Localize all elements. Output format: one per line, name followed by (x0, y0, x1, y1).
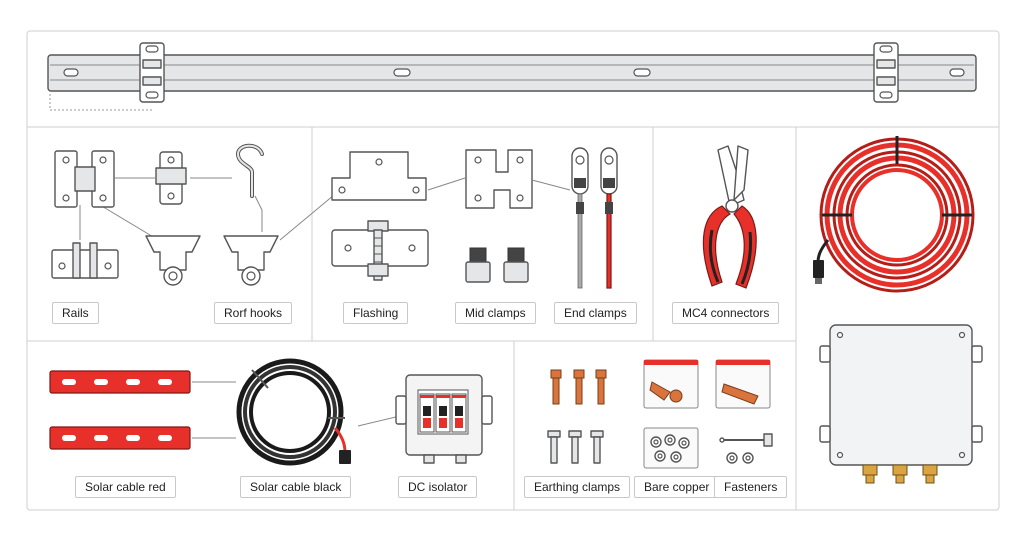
label-solar-cable-black: Solar cable black (240, 476, 352, 498)
end-clamp-terminal-icon (600, 147, 618, 289)
cable-coil-icon (813, 136, 975, 293)
connector-lines (357, 415, 401, 427)
end-clamp-terminal-icon (571, 147, 589, 289)
dc-isolator-icon (395, 374, 493, 464)
label-dc-isolator: DC isolator (398, 476, 478, 498)
rail-clip-icon (51, 242, 119, 279)
crimping-pliers-icon (702, 145, 757, 289)
label-solar-cable-red: Solar cable red (75, 476, 176, 498)
label-roof-hooks: Rorf hooks (214, 302, 293, 324)
outer-frame (26, 30, 1000, 511)
cable-coil-icon (236, 358, 351, 466)
screw-washer-icon (719, 433, 773, 464)
label-flashing: Flashing (343, 302, 409, 324)
red-rail-icon (49, 370, 191, 394)
bracket-icon (155, 151, 187, 205)
label-end-clamps: End clamps (554, 302, 637, 324)
copper-bolt-icon (550, 369, 607, 405)
copper-bag-icon (643, 359, 699, 409)
roof-hook-icon (235, 143, 264, 198)
copper-bag-icon (715, 359, 771, 409)
connector-lines (427, 177, 466, 191)
red-rail-icon (49, 426, 191, 450)
hook-mount-icon (223, 235, 279, 286)
hinge-bracket-icon (54, 150, 115, 208)
label-fasteners: Fasteners (714, 476, 788, 498)
label-earthing-clamps: Earthing clamps (524, 476, 631, 498)
connector-lines (79, 177, 341, 241)
label-bare-copper: Bare copper (634, 476, 720, 498)
junction-box-icon (819, 324, 983, 484)
din-rail-icon (47, 42, 977, 111)
label-mc4-connectors: MC4 connectors (672, 302, 780, 324)
flashing-bracket-icon (331, 151, 427, 201)
washer-bag-icon (643, 427, 699, 469)
connector-lines (531, 179, 571, 191)
mid-clamp-bracket-icon (465, 149, 533, 209)
flashing-plate-icon (331, 220, 429, 281)
mid-clamp-icon (465, 247, 529, 283)
label-rails: Rails (52, 302, 99, 324)
label-mid-clamps: Mid clamps (455, 302, 536, 324)
steel-bolt-icon (547, 430, 604, 464)
hook-mount-icon (145, 235, 201, 286)
